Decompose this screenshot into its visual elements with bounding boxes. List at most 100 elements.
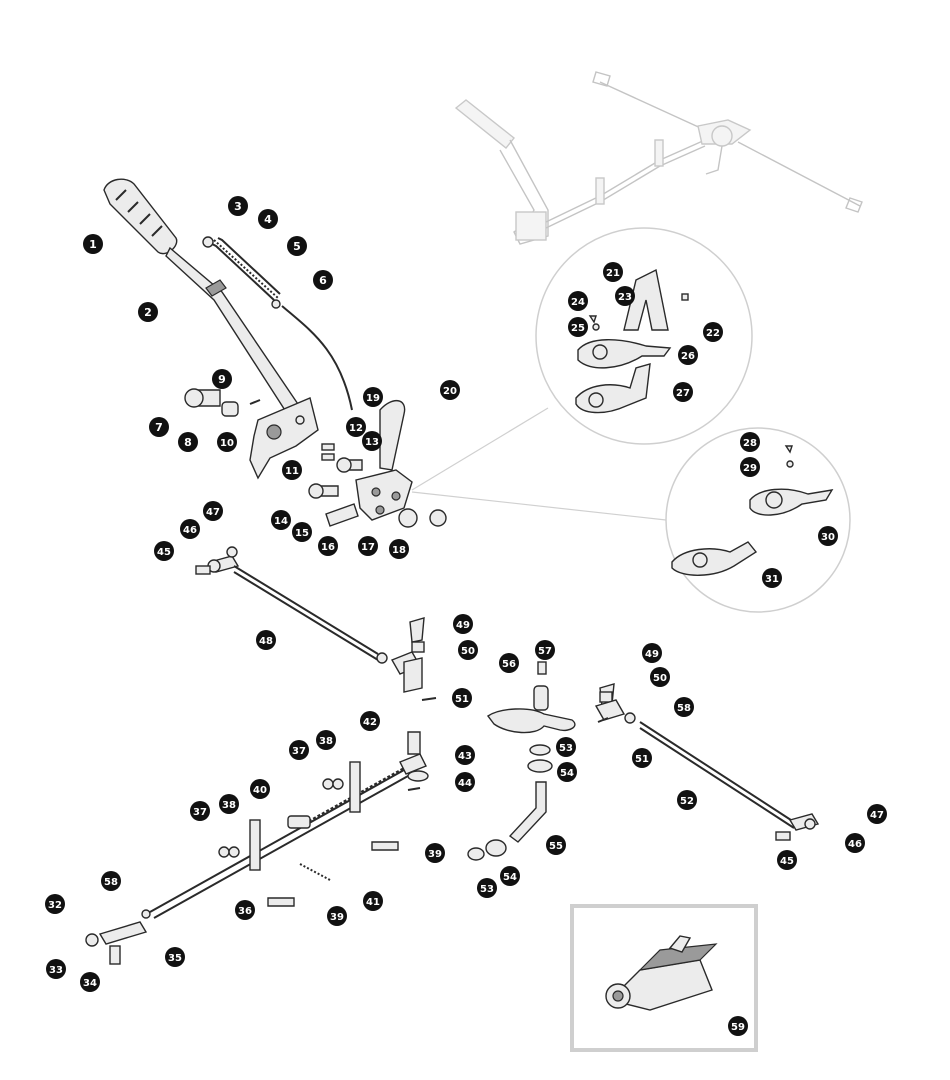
callout-label: 58	[104, 877, 118, 888]
callout-34: 34	[80, 972, 100, 992]
callout-label: 53	[480, 884, 494, 895]
callout-9: 9	[212, 369, 232, 389]
callout-badge	[363, 891, 383, 911]
callout-badge	[455, 772, 475, 792]
callout-label: 51	[635, 754, 649, 765]
callout-label: 34	[83, 978, 97, 989]
callout-badge	[777, 850, 797, 870]
callout-badge	[740, 457, 760, 477]
callout-57: 57	[535, 640, 555, 660]
callout-badge	[499, 653, 519, 673]
callout-badge	[292, 522, 312, 542]
callout-46: 46	[845, 833, 865, 853]
callout-39: 39	[327, 906, 347, 926]
callout-label: 36	[238, 906, 252, 917]
callout-44: 44	[455, 772, 475, 792]
callout-label: 53	[559, 743, 573, 754]
callout-54: 54	[500, 866, 520, 886]
callout-47: 47	[867, 804, 887, 824]
callout-label: 2	[144, 306, 152, 319]
callout-label: 4	[264, 213, 272, 226]
callout-label: 49	[645, 649, 659, 660]
callout-label: 15	[295, 528, 309, 539]
callout-badge	[138, 302, 158, 322]
callout-label: 18	[392, 545, 406, 556]
callout-label: 13	[365, 437, 379, 448]
main-cable	[85, 731, 429, 965]
callout-label: 51	[455, 694, 469, 705]
callout-badge	[282, 460, 302, 480]
callout-30: 30	[818, 526, 838, 546]
callout-13: 13	[362, 431, 382, 451]
callout-31: 31	[762, 568, 782, 588]
callout-badge	[453, 614, 473, 634]
callout-badge	[358, 536, 378, 556]
callout-label: 54	[560, 768, 574, 779]
callout-badge	[80, 972, 100, 992]
callout-4: 4	[258, 209, 278, 229]
callout-8: 8	[178, 432, 198, 452]
callout-50: 50	[458, 640, 478, 660]
detail-pointer	[411, 491, 667, 521]
callout-label: 33	[49, 965, 63, 976]
callout-badge	[728, 1016, 748, 1036]
callout-badge	[313, 270, 333, 290]
callout-7: 7	[149, 417, 169, 437]
callout-badge	[154, 541, 174, 561]
callout-label: 19	[366, 393, 380, 404]
callout-label: 5	[293, 240, 301, 253]
callout-label: 58	[677, 703, 691, 714]
callout-badge	[287, 236, 307, 256]
callout-label: 6	[319, 274, 327, 287]
callout-badge	[258, 209, 278, 229]
callout-label: 42	[363, 717, 377, 728]
callout-badge	[425, 843, 445, 863]
callout-54: 54	[557, 762, 577, 782]
callout-badge	[235, 900, 255, 920]
callout-label: 57	[538, 646, 552, 657]
callout-25: 25	[568, 317, 588, 337]
callout-47: 47	[203, 501, 223, 521]
callout-label: 39	[428, 849, 442, 860]
callout-label: 12	[349, 423, 363, 434]
callout-51: 51	[452, 688, 472, 708]
callout-badge	[46, 959, 66, 979]
callout-badge	[500, 866, 520, 886]
callout-badge	[458, 640, 478, 660]
callout-label: 38	[319, 736, 333, 747]
callout-label: 37	[292, 746, 306, 757]
callout-label: 47	[206, 507, 220, 518]
callout-40: 40	[250, 779, 270, 799]
callout-badge	[363, 387, 383, 407]
callout-badge	[346, 417, 366, 437]
callout-badge	[250, 779, 270, 799]
overview-assembly	[454, 71, 863, 245]
callout-14: 14	[271, 510, 291, 530]
callout-label: 16	[321, 542, 335, 553]
callout-46: 46	[180, 519, 200, 539]
callout-label: 26	[681, 351, 695, 362]
callout-label: 45	[157, 547, 171, 558]
callout-label: 8	[184, 436, 192, 449]
callout-51: 51	[632, 748, 652, 768]
callout-5: 5	[287, 236, 307, 256]
callout-badge	[703, 322, 723, 342]
callout-12: 12	[346, 417, 366, 437]
callout-label: 24	[571, 297, 585, 308]
callout-43: 43	[455, 745, 475, 765]
callout-badge	[678, 345, 698, 365]
callout-label: 55	[549, 841, 563, 852]
callout-16: 16	[318, 536, 338, 556]
callout-badge	[673, 382, 693, 402]
callout-badge	[603, 262, 623, 282]
callout-badge	[452, 688, 472, 708]
callout-58: 58	[101, 871, 121, 891]
callout-label: 46	[183, 525, 197, 536]
callout-badge	[650, 667, 670, 687]
callout-badge	[568, 317, 588, 337]
callout-label: 43	[458, 751, 472, 762]
callout-label: 1	[89, 238, 97, 251]
callout-33: 33	[46, 959, 66, 979]
pivot-bolt-parts	[184, 388, 447, 528]
